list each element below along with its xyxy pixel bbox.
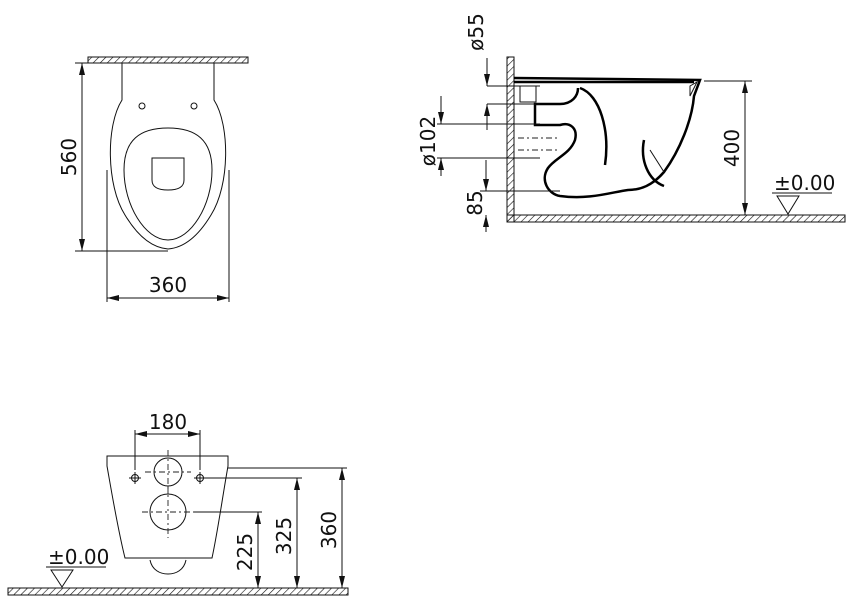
depth-label: 560: [57, 138, 81, 176]
front-view-floor: [7, 587, 349, 596]
side-view: ø55 ø102 85 400 ±0.00: [416, 13, 846, 232]
side-floor-level-label: ±0.00: [774, 171, 835, 195]
lower-height-label: 225: [233, 533, 257, 571]
side-view-floor: [506, 214, 846, 223]
bolt-height-label: 325: [272, 517, 296, 555]
front-view-bowl: [106, 455, 229, 559]
front-floor-level-marker: [50, 569, 74, 588]
top-view-wall: [87, 56, 249, 64]
total-height-label: 360: [317, 511, 341, 549]
top-view: 560 360: [57, 56, 249, 302]
width-label: 360: [149, 273, 187, 297]
outlet-diameter-label: ø102: [416, 116, 440, 166]
front-view-bolt-left: [129, 472, 141, 484]
front-view-bolt-right: [194, 472, 206, 484]
side-view-wall: [506, 56, 515, 223]
top-view-seat: [123, 127, 213, 241]
side-floor-level-marker: [776, 195, 800, 215]
pipe-diameter-label: ø55: [464, 13, 488, 51]
top-view-seat-opening: [151, 157, 185, 191]
top-view-bowl-outline: [109, 63, 227, 250]
side-view-inlet-pipe: [519, 85, 537, 103]
front-floor-level-label: ±0.00: [48, 545, 109, 569]
bolt-spacing-label: 180: [149, 410, 187, 434]
outlet-height-label: 85: [463, 190, 487, 215]
front-view: 180 225 325 360 ±0.00: [7, 410, 349, 596]
rim-height-label: 400: [720, 129, 744, 167]
top-view-bolt-right: [190, 102, 198, 110]
top-view-bolt-left: [138, 102, 146, 110]
